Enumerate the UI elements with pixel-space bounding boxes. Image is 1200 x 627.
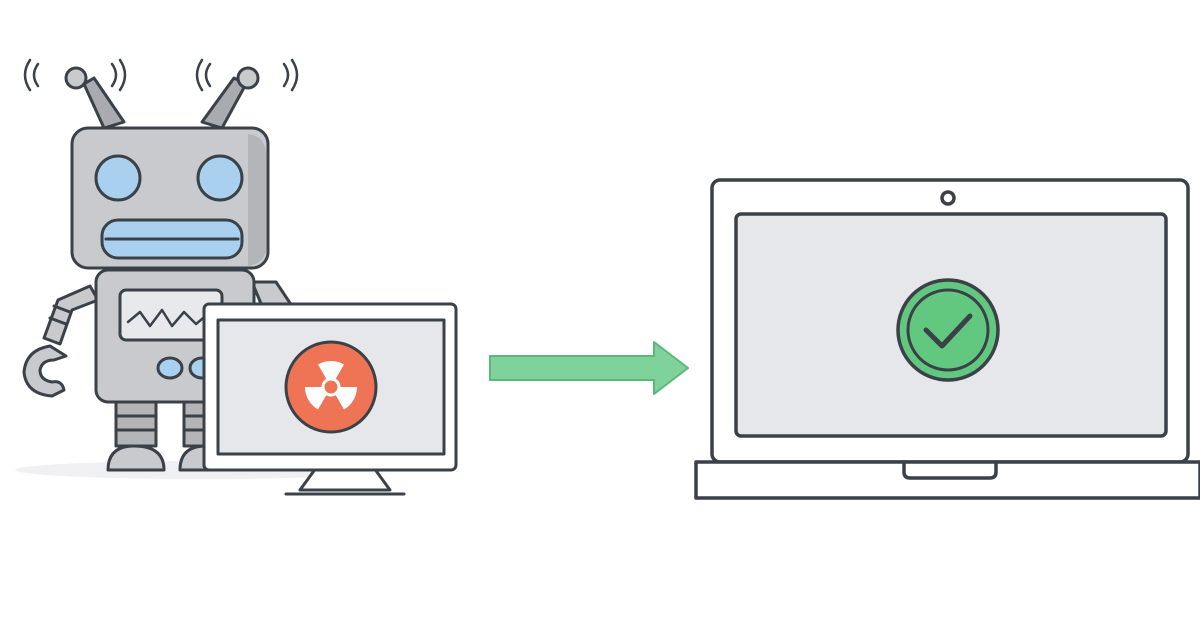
- antenna-icon: [64, 66, 260, 130]
- laptop-camera: [940, 190, 956, 206]
- checkmark-icon: [896, 278, 1000, 382]
- signal-waves-icon: [23, 58, 299, 92]
- clean-laptop: [694, 178, 1200, 500]
- infected-monitor: [202, 302, 458, 496]
- radiation-icon: [284, 340, 378, 434]
- arrow-right-icon: [489, 341, 689, 395]
- robot-icon: [22, 58, 299, 472]
- monitor-stand: [298, 466, 392, 492]
- laptop-base: [694, 460, 1200, 500]
